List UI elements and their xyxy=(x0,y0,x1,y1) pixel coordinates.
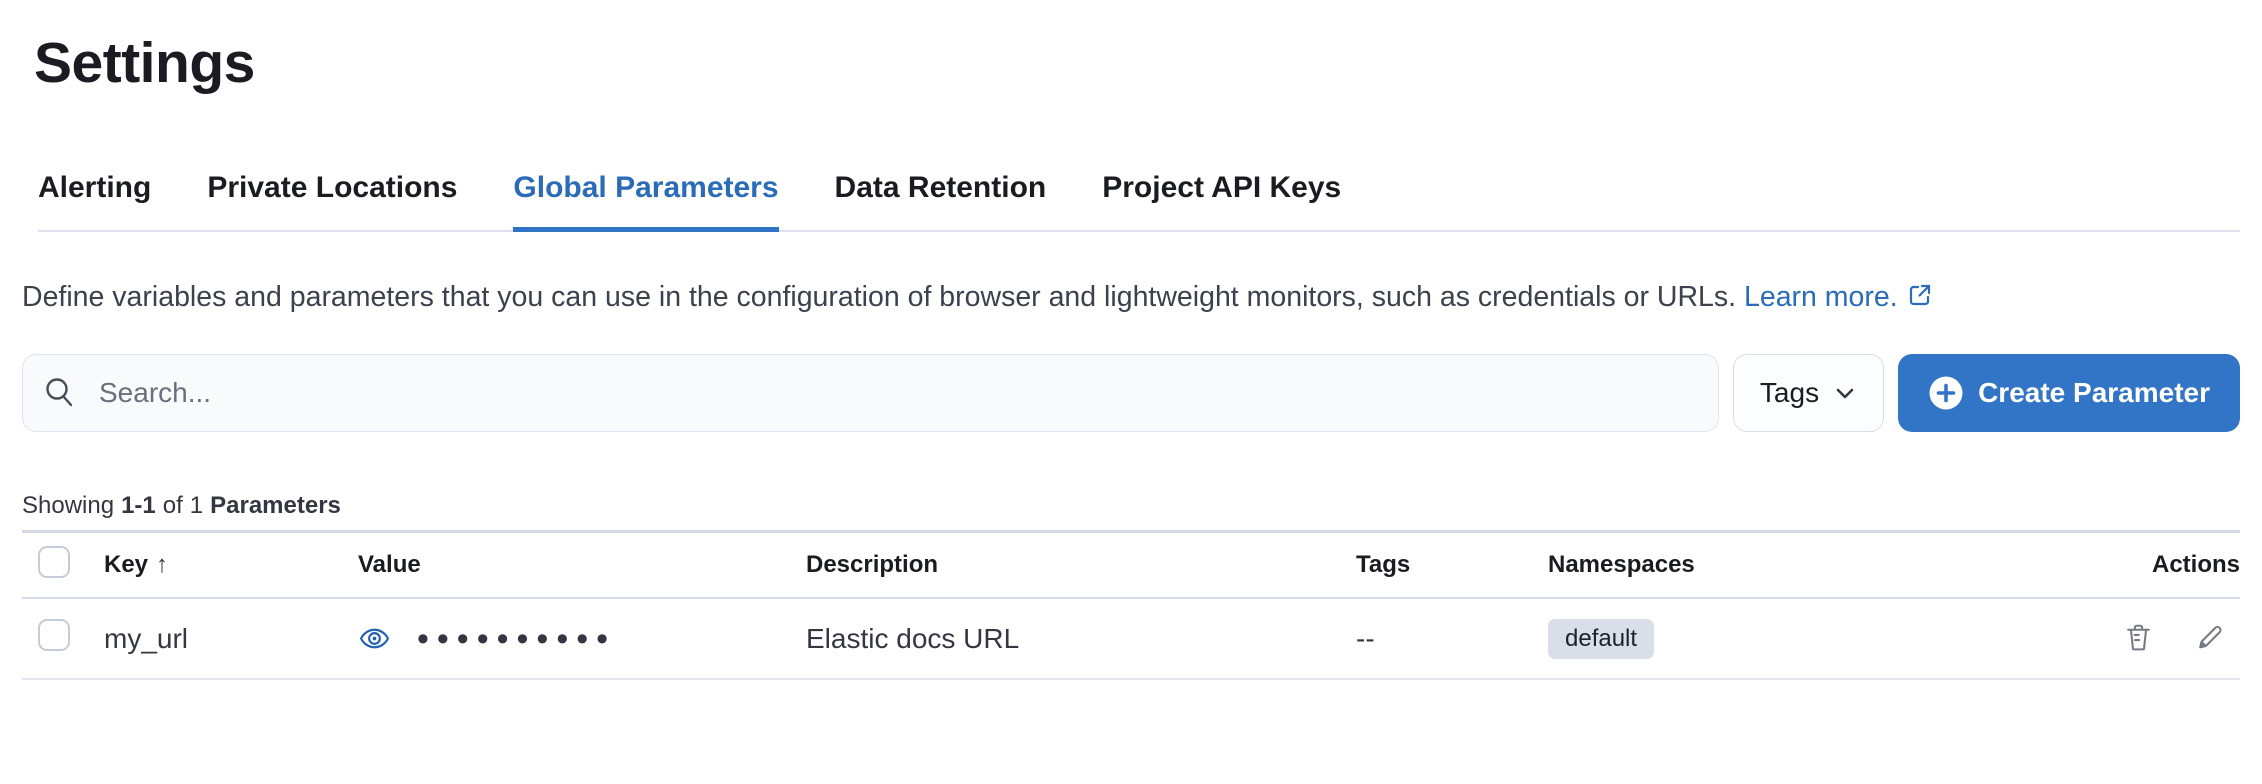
tab-bar: Alerting Private Locations Global Parame… xyxy=(38,170,2240,232)
page-description: Define variables and parameters that you… xyxy=(22,274,2240,320)
search-box[interactable] xyxy=(22,354,1719,432)
pencil-icon xyxy=(2199,625,2222,648)
parameters-table: Key ↑ Value Description Tags Namespaces A… xyxy=(22,530,2240,680)
column-header-value: Value xyxy=(358,551,421,578)
tab-alerting[interactable]: Alerting xyxy=(38,171,152,204)
toolbar: Tags Create Parameter xyxy=(22,354,2240,432)
trash-icon xyxy=(2127,624,2151,650)
tab-private-locations[interactable]: Private Locations xyxy=(207,171,458,204)
select-all-checkbox[interactable] xyxy=(38,545,70,578)
masked-value: •••••••••• xyxy=(417,619,617,658)
column-header-key[interactable]: Key ↑ xyxy=(88,551,342,579)
description-cell: Elastic docs URL xyxy=(806,622,1020,654)
search-icon xyxy=(46,378,73,407)
sort-ascending-icon: ↑ xyxy=(156,551,169,578)
namespaces-cell: default xyxy=(1532,618,1932,659)
column-header-tags: Tags xyxy=(1356,551,1411,578)
tab-project-api-keys[interactable]: Project API Keys xyxy=(1102,171,1342,204)
table-header-row: Key ↑ Value Description Tags Namespaces A… xyxy=(22,533,2240,599)
plus-in-circle-icon xyxy=(1929,376,1963,410)
page-title: Settings xyxy=(34,31,255,95)
reveal-value-button[interactable] xyxy=(358,622,391,655)
summary-of: of xyxy=(162,492,183,519)
namespace-badge: default xyxy=(1548,618,1655,659)
column-header-actions: Actions xyxy=(2151,551,2240,578)
summary-range: 1-1 xyxy=(121,492,156,519)
external-link-icon xyxy=(1909,284,1930,306)
summary-prefix: Showing xyxy=(22,492,115,519)
summary-entity: Parameters xyxy=(210,492,341,519)
tags-cell: -- xyxy=(1356,622,1375,654)
tab-data-retention[interactable]: Data Retention xyxy=(834,171,1047,204)
row-select-cell xyxy=(22,619,88,658)
value-cell: •••••••••• xyxy=(342,622,790,656)
column-header-description: Description xyxy=(806,551,939,578)
actions-cell xyxy=(1932,621,2240,657)
column-header-namespaces: Namespaces xyxy=(1548,551,1695,578)
column-header-key-label: Key xyxy=(104,551,149,578)
row-checkbox[interactable] xyxy=(38,619,70,651)
tags-filter-label: Tags xyxy=(1759,377,1820,408)
chevron-down-icon xyxy=(1836,388,1854,399)
search-input[interactable] xyxy=(99,377,1698,409)
select-all-cell xyxy=(22,545,88,585)
table-row: my_url •••••••••• Elastic docs URL -- de… xyxy=(22,599,2240,680)
key-cell: my_url xyxy=(104,622,189,654)
settings-page: Settings Alerting Private Locations Glob… xyxy=(0,30,2262,680)
tab-global-parameters[interactable]: Global Parameters xyxy=(513,170,779,232)
delete-parameter-button[interactable] xyxy=(2122,621,2155,657)
create-parameter-label: Create Parameter xyxy=(1978,377,2210,408)
eye-icon xyxy=(359,628,390,649)
edit-parameter-button[interactable] xyxy=(2193,621,2226,657)
tags-filter-button[interactable]: Tags xyxy=(1732,354,1885,432)
summary-total: 1 xyxy=(189,492,204,519)
learn-more-link[interactable]: Learn more. xyxy=(1744,281,1933,313)
learn-more-label: Learn more. xyxy=(1744,281,1898,313)
description-text: Define variables and parameters that you… xyxy=(22,281,1737,313)
create-parameter-button[interactable]: Create Parameter xyxy=(1898,354,2240,432)
